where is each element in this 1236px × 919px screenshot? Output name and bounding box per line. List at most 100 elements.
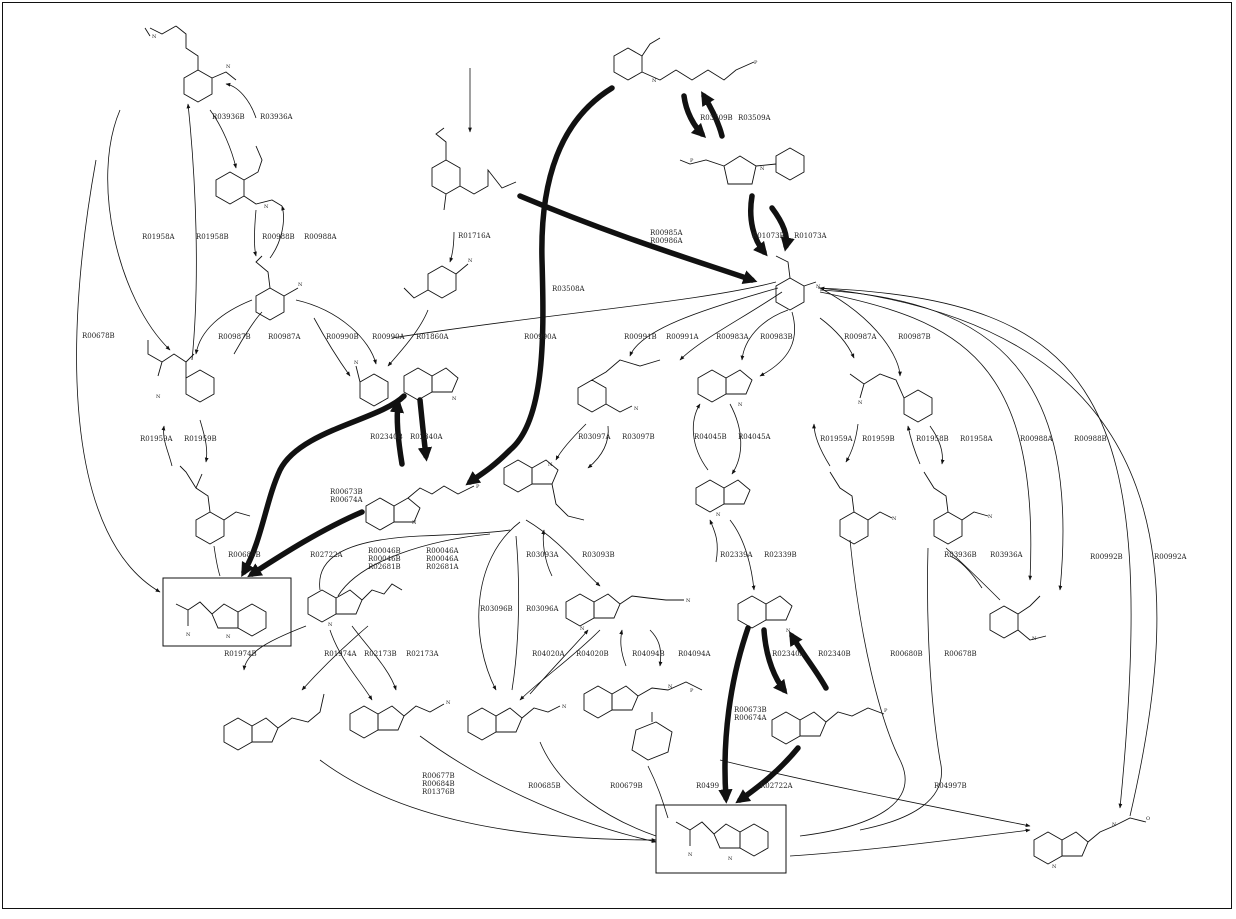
reaction-label-r00990b: R00990B (326, 333, 359, 341)
reaction-label-r00680b: R00680B (228, 551, 261, 559)
reaction-label-r00673b-2: R00673B (734, 706, 767, 714)
reaction-label-r00990a: R00990A (372, 333, 406, 341)
reaction-label-r03936b: R03936B (212, 113, 245, 121)
atom-p: P (754, 60, 758, 66)
reaction-label-r03097a: R03097A (578, 433, 612, 441)
reaction-label-r00987b-2: R00987B (898, 333, 931, 341)
flux-arrows (241, 85, 829, 804)
molecule-igp-right (771, 707, 885, 745)
atom-n: N (562, 704, 567, 710)
reaction-label-r00684b: R00684B (422, 780, 455, 788)
reaction-label-r00988a-2: R00988A (1020, 435, 1054, 443)
atom-n: N (738, 402, 743, 408)
reaction-label-r03097b: R03097B (622, 433, 655, 441)
atom-n: N (686, 598, 691, 604)
reaction-label-r00680b-2: R00680B (890, 650, 923, 658)
reaction-label-r00987a-2: R00987A (844, 333, 878, 341)
reaction-label-r00986a: R00986A (650, 237, 684, 245)
molecule-kynurenine-left (147, 340, 215, 403)
reaction-label-r00992a: R00992A (1154, 553, 1188, 561)
reaction-label-r01959b-2: R01959B (862, 435, 895, 443)
reaction-label-r00990a-2: R00990A (524, 333, 558, 341)
atom-n: N (580, 626, 585, 632)
molecule-igp-left (365, 485, 475, 531)
molecule-tryptophan-left (175, 601, 267, 637)
atom-n: N (634, 406, 639, 412)
atom-n: N (760, 166, 765, 172)
reaction-label-r00673b: R00673B (330, 488, 363, 496)
molecule-aminobenzoate (403, 263, 469, 299)
reaction-label-r04997b: R04997B (934, 782, 967, 790)
reaction-label-r00983a: R00983A (716, 333, 750, 341)
molecule-formylkynurenine-top (144, 25, 237, 103)
reaction-label-r03936a: R03936A (260, 113, 294, 121)
reaction-label-r01959a-2: R01959A (820, 435, 854, 443)
reaction-labels: R03936B R03936A R00988B R00988A R01958A … (82, 113, 1188, 796)
atom-p: P (884, 708, 888, 714)
tryptophan-box-left (162, 577, 292, 647)
atom-labels: N N N N N N N N N P N P P N N N N N N N … (152, 34, 1150, 870)
reaction-label-r01376b: R01376B (422, 788, 455, 796)
reaction-label-r03096a: R03096A (526, 605, 560, 613)
molecule-pra (679, 147, 805, 185)
reaction-label-r00983b: R00983B (760, 333, 793, 341)
atom-n: N (328, 622, 333, 628)
molecule-tryptophan-bottom (675, 821, 769, 857)
atom-n: N (1112, 822, 1117, 828)
reaction-label-r01974b: R01974B (224, 650, 257, 658)
reaction-label-r01073b: R01073B (752, 232, 785, 240)
reaction-label-r03936b-2: R03936B (944, 551, 977, 559)
reaction-label-r04020a: R04020A (532, 650, 566, 658)
atom-n: N (1052, 864, 1057, 870)
reaction-label-r02340a-2: R02340A (772, 650, 806, 658)
molecule-hydroxyindole (695, 479, 751, 513)
atom-n: N (298, 282, 303, 288)
molecule-indoleacetaldehyde-left (307, 583, 403, 623)
reaction-label-r01073a: R01073A (794, 232, 828, 240)
atom-p: P (476, 484, 480, 490)
reaction-label-r00046b: R00046B (368, 547, 401, 555)
reaction-label-r01958a-2: R01958A (960, 435, 994, 443)
molecule-indole-top (403, 367, 459, 401)
molecule-glucobrassicin (583, 681, 703, 761)
reaction-label-r03093b: R03093B (582, 551, 615, 559)
reaction-label-r02681b: R02681B (368, 563, 401, 571)
molecule-indoleacetamide (467, 705, 561, 741)
reaction-label-r00685b: R00685B (528, 782, 561, 790)
reaction-label-r04045b: R04045B (694, 433, 727, 441)
reaction-label-r0499: R0499 (696, 782, 719, 790)
atom-n: N (446, 700, 451, 706)
reaction-label-r00985a: R00985A (650, 229, 684, 237)
molecule-cdrp (613, 37, 755, 81)
tryptophan-box-bottom (655, 804, 787, 874)
reaction-label-r02681a: R02681A (426, 563, 460, 571)
atom-o: O (1146, 816, 1150, 822)
atom-n: N (412, 520, 417, 526)
atom-n: N (892, 516, 897, 522)
molecule-indole-center (503, 459, 585, 521)
reaction-label-r04045a: R04045A (738, 433, 772, 441)
reaction-label-r01974a: R01974A (324, 650, 358, 658)
atom-n: N (668, 684, 673, 690)
molecule-anthranilate-left (255, 255, 299, 321)
reaction-label-r02173b: R02173B (364, 650, 397, 658)
atom-n: N (186, 632, 191, 638)
atom-n: N (156, 394, 161, 400)
atom-n: N (652, 78, 657, 84)
reaction-label-r03509a: R03509A (738, 114, 772, 122)
reaction-label-r04094a: R04094A (678, 650, 712, 658)
reaction-label-r00988a: R00988A (304, 233, 338, 241)
reaction-label-r01958a: R01958A (142, 233, 176, 241)
molecule-indolepyruvate (223, 693, 325, 751)
reaction-label-r00677b: R00677B (422, 772, 455, 780)
reaction-label-r04094b: R04094B (632, 650, 665, 658)
reaction-label-r00678b-2: R00678B (944, 650, 977, 658)
reaction-label-r02339a: R02339A (720, 551, 754, 559)
molecule-indoleacetaldoxime (1033, 817, 1147, 865)
reaction-label-r01958b-2: R01958B (916, 435, 949, 443)
atom-n: N (354, 360, 359, 366)
atom-n: N (688, 852, 693, 858)
molecule-kynurenine-center (577, 359, 661, 413)
